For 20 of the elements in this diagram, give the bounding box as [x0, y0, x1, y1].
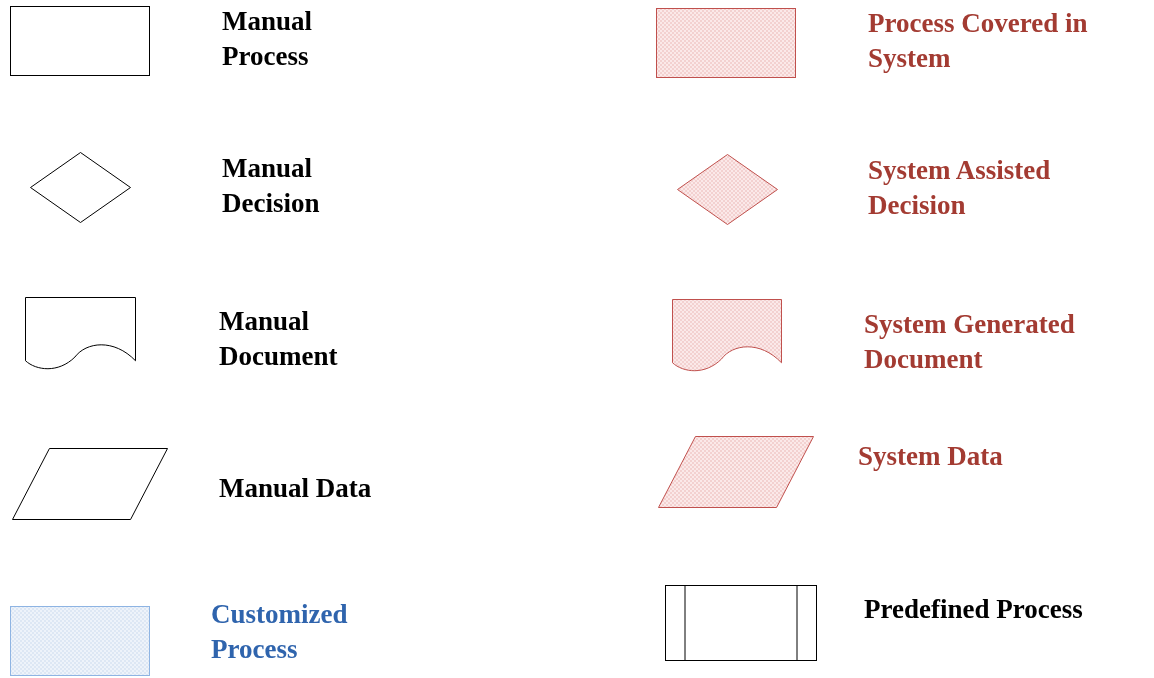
shape-caption: Customized Process — [211, 598, 349, 666]
shape-caption: System Data — [858, 440, 1004, 473]
document-symbol — [672, 299, 782, 374]
shape-caption: Manual Process — [222, 5, 314, 73]
data-parallelogram-symbol — [658, 436, 814, 508]
process-rectangle-symbol — [10, 6, 150, 76]
shape-caption: System Assisted Decision — [868, 154, 1052, 222]
document-symbol — [25, 297, 136, 372]
shape-caption: System Generated Document — [864, 308, 1076, 376]
decision-diamond-symbol — [30, 152, 131, 223]
shape-caption: Manual Decision — [222, 152, 321, 220]
decision-diamond-symbol — [677, 154, 778, 225]
shape-caption: Manual Data — [219, 472, 373, 505]
process-rectangle-symbol — [656, 8, 796, 78]
data-parallelogram-symbol — [12, 448, 168, 520]
shape-caption: Predefined Process — [864, 593, 1084, 626]
predefined-process-symbol — [665, 585, 817, 661]
shape-caption: Process Covered in System — [868, 7, 1089, 75]
process-rectangle-symbol — [10, 606, 150, 676]
shape-caption: Manual Document — [219, 305, 339, 373]
